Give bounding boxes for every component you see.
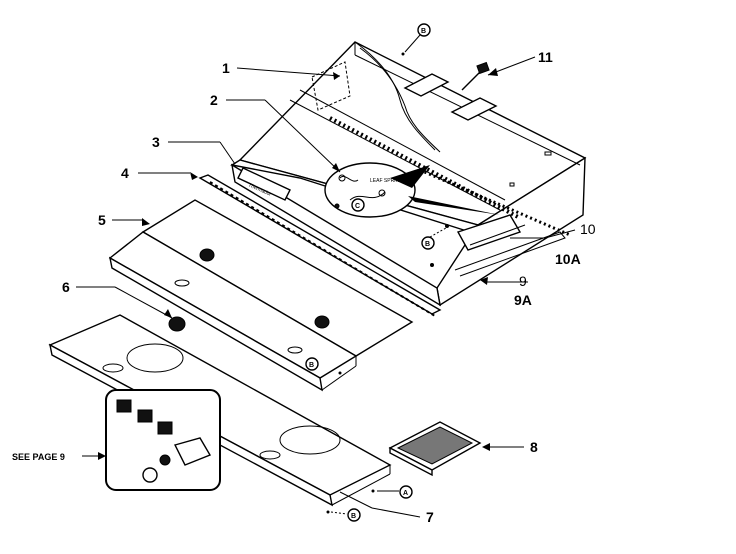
callout-1: 1 — [222, 60, 230, 76]
part-6-socket — [168, 316, 186, 332]
callout-8: 8 — [530, 439, 538, 455]
callout-3: 3 — [152, 134, 160, 150]
part-4-trim-strip — [198, 174, 442, 317]
callout-7: 7 — [426, 509, 434, 525]
mid-b-marker: B — [309, 362, 314, 369]
hood-housing: Thermador — [230, 41, 587, 307]
leaf-spring-inset: LEAF SPRING C — [324, 162, 500, 218]
leader-lines — [76, 56, 576, 518]
part-5-panel: B — [108, 199, 414, 392]
callout-4: 4 — [121, 165, 129, 181]
callout-9: 9 — [519, 273, 527, 289]
bottom-b-marker: B — [351, 513, 356, 520]
callout-11: 11 — [538, 49, 553, 65]
right-b-marker: B — [425, 241, 430, 248]
letter-markers: B B A B — [326, 23, 449, 522]
see-page-label: SEE PAGE 9 — [12, 452, 65, 462]
inset-note: LEAF SPRING — [370, 178, 403, 184]
callout-2: 2 — [210, 92, 218, 108]
callout-9a: 9A — [514, 292, 532, 308]
callout-numbers: 1 2 3 4 5 6 7 8 9 9A 10 10A 11 SEE PAGE … — [12, 49, 596, 525]
top-b-marker: B — [421, 28, 426, 35]
callout-10a: 10A — [555, 251, 581, 267]
callout-5: 5 — [98, 212, 106, 228]
inset-c-marker: C — [355, 203, 360, 210]
part-8-filter — [388, 421, 482, 477]
callout-10: 10 — [580, 221, 596, 237]
part-11-cord — [461, 61, 490, 91]
bottom-a-marker: A — [403, 490, 408, 497]
callout-6: 6 — [62, 279, 70, 295]
switch-box-inset — [105, 389, 221, 491]
